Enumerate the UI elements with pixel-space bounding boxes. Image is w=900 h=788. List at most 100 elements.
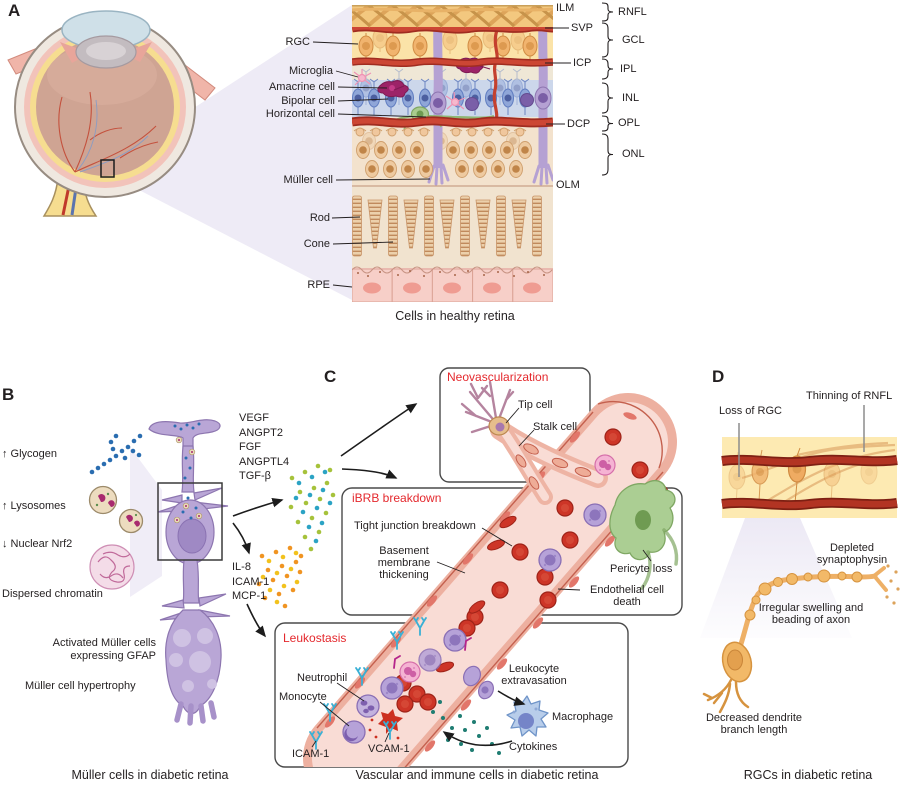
- glycogen-icon: [89, 433, 143, 475]
- vessel-art: [303, 380, 679, 767]
- label-basement: Basement membrane thickening: [377, 545, 431, 581]
- inflammatory-factor-item: IL-8: [232, 561, 251, 573]
- growth-factor-item: VEGF: [239, 412, 269, 424]
- arrow-to-growth-factors: [232, 498, 284, 517]
- label-rgc: RGC: [285, 36, 310, 48]
- capillary: [492, 29, 499, 123]
- label-tight-junction: Tight junction breakdown: [354, 520, 476, 532]
- arrow-cytokines: [442, 731, 513, 747]
- label-lysosomes: ↑ Lysosomes: [2, 500, 66, 512]
- selectins: [393, 637, 472, 669]
- panel-a-leaders: [312, 2, 614, 288]
- glycogen-granules: [173, 422, 201, 520]
- arrow-to-leukostasis: [246, 603, 266, 638]
- growth-factor-list: VEGF ANGPT2 FGF ANGPTL4 TGF-β: [239, 411, 289, 484]
- growth-factor-item: ANGPT2: [239, 426, 284, 439]
- retinal-vessels: [58, 91, 159, 173]
- label-svp: SVP: [571, 22, 594, 34]
- magnifier-beam: [114, 5, 352, 300]
- rpe-cells: [352, 266, 553, 302]
- growth-factor-dots: [288, 463, 336, 552]
- panel-c-art: [246, 367, 683, 768]
- dendrites: [702, 678, 750, 714]
- panel-b-art: [88, 419, 336, 726]
- label-macrophage: Macrophage: [552, 711, 614, 723]
- label-axon-swelling: Irregular swelling and beading of axon: [758, 602, 864, 626]
- label-bipolar: Bipolar cell: [281, 95, 335, 107]
- label-thinning-rnfl: Thinning of RNFL: [806, 390, 893, 402]
- caption-panel-b: Müller cells in diabetic retina: [71, 768, 229, 782]
- macrophage-cell: [506, 695, 549, 737]
- title-leukostasis: Leukostasis: [283, 631, 347, 645]
- label-muller: Müller cell: [283, 174, 333, 186]
- label-pericyte-loss: Pericyte loss: [610, 563, 673, 575]
- panel-letter-a: A: [8, 1, 21, 20]
- chromatin-icon: [89, 544, 135, 590]
- label-nrf2: ↓ Nuclear Nrf2: [2, 538, 73, 550]
- brace-ipl: [601, 58, 614, 80]
- label-monocyte: Monocyte: [279, 691, 327, 703]
- tip-cell: [460, 380, 515, 436]
- rnfl-weave: [352, 5, 553, 28]
- extravasating-leukocyte: [463, 665, 494, 700]
- arrow-to-neovascularization: [340, 403, 418, 457]
- brace-gcl: [601, 22, 614, 58]
- label-rpe: RPE: [307, 279, 330, 291]
- label-extravasation: Leukocyte extravasation: [501, 663, 567, 687]
- brace-rnfl: [601, 2, 614, 22]
- arrow-to-inflammatory: [232, 522, 251, 555]
- label-opl: OPL: [618, 117, 641, 129]
- brace-onl: [601, 133, 614, 176]
- muller-cell-b: [148, 419, 231, 726]
- growth-factor-item: TGF-β: [239, 470, 271, 482]
- inflammatory-factor-dots: [256, 545, 304, 609]
- label-rnfl: RNFL: [618, 6, 647, 18]
- zoom-box: [157, 482, 223, 561]
- label-endothelial-death: Endothelial cell death: [590, 584, 664, 608]
- label-gcl: GCL: [622, 34, 645, 46]
- label-icp: ICP: [573, 57, 592, 69]
- label-chromatin: Dispersed chromatin: [2, 588, 103, 600]
- growth-factor-item: ANGPTL4: [239, 455, 290, 468]
- label-dendrite-length: Decreased dendrite branch length: [705, 712, 802, 736]
- label-olm: OLM: [556, 179, 580, 191]
- label-onl: ONL: [622, 148, 645, 160]
- label-neutrophil: Neutrophil: [297, 672, 348, 684]
- label-activated-muller: Activated Müller cells expressing GFAP: [52, 637, 156, 662]
- band-vessels: [721, 454, 898, 511]
- caption-panel-a: Cells in healthy retina: [395, 309, 515, 323]
- caption-panel-c: Vascular and immune cells in diabetic re…: [355, 768, 599, 782]
- label-glycogen: ↑ Glycogen: [2, 448, 58, 460]
- panel-letter-b: B: [2, 385, 15, 404]
- brace-inl: [601, 82, 614, 114]
- muller-soma: [465, 97, 479, 111]
- panel-letter-d: D: [712, 367, 725, 386]
- label-ipl: IPL: [620, 63, 637, 75]
- inflammatory-factor-item: ICAM-1: [232, 575, 270, 588]
- label-microglia: Microglia: [288, 65, 333, 77]
- label-inl: INL: [622, 92, 640, 104]
- label-amacrine: Amacrine cell: [268, 81, 335, 93]
- inflammatory-factor-list: IL-8 ICAM-1 MCP-1: [232, 560, 269, 604]
- burst-rbc: [368, 709, 403, 740]
- label-rod: Rod: [309, 212, 330, 224]
- lysosome-granules: [173, 436, 203, 524]
- label-tip-cell: Tip cell: [518, 399, 553, 411]
- microglia-cells: [353, 69, 466, 110]
- brace-opl: [601, 115, 614, 132]
- label-cone: Cone: [303, 238, 330, 250]
- label-dcp: DCP: [567, 118, 591, 130]
- label-depleted-synaptophysin: Depleted synaptophysin: [816, 542, 888, 566]
- magnifier-beam-b: [130, 447, 162, 597]
- label-icam1: ICAM-1: [292, 748, 330, 760]
- growth-factor-item: FGF: [239, 441, 261, 453]
- caption-panel-d: RGCs in diabetic retina: [743, 768, 873, 782]
- pericyte-cell: [609, 479, 679, 590]
- arrow-extravasation: [497, 690, 526, 706]
- label-loss-rgc: Loss of RGC: [719, 405, 782, 417]
- label-vcam1: VCAM-1: [368, 743, 410, 755]
- label-cytokines: Cytokines: [509, 741, 558, 753]
- arrow-to-ibrb: [341, 468, 398, 479]
